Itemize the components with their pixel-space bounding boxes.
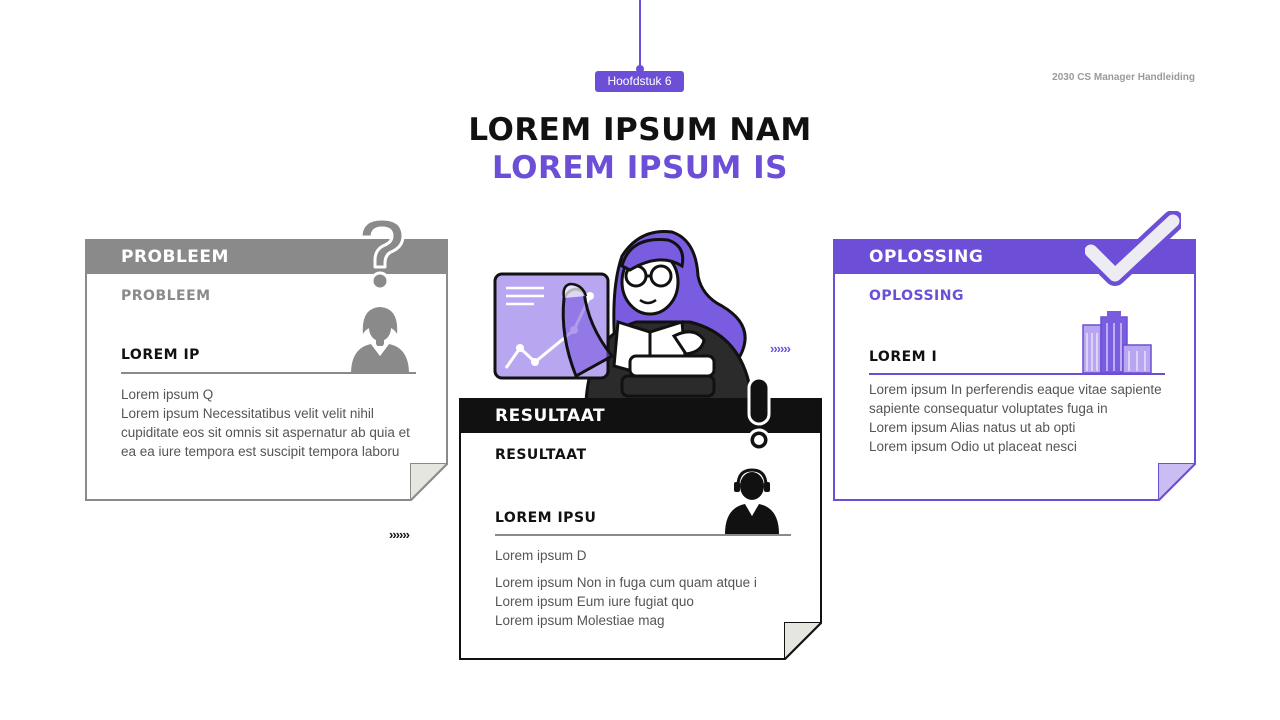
document-title: 2030 CS Manager Handleiding <box>1052 72 1195 83</box>
solution-card-label: LOREM I <box>869 349 938 365</box>
top-connector-dot <box>636 65 644 73</box>
top-connector-line <box>639 0 641 68</box>
solution-card-subtitle: OPLOSSING <box>869 288 964 304</box>
problem-card: PROBLEEM PROBLEEM LOREM IP Lorem ipsum Q… <box>85 217 448 501</box>
question-mark-icon <box>359 217 405 291</box>
result-text-line: Lorem ipsum Non in fuga cum quam atque i <box>495 575 757 590</box>
result-text-line: Lorem ipsum D <box>495 548 587 563</box>
result-card-text: Lorem ipsum D Lorem ipsum Non in fuga cu… <box>495 546 785 630</box>
problem-card-rule <box>121 372 416 374</box>
problem-text-line: Lorem ipsum Q <box>121 387 214 402</box>
problem-card-text: Lorem ipsum Q Lorem ipsum Necessitatibus… <box>121 385 411 461</box>
flow-arrows-right: ›››››› <box>770 341 791 356</box>
page-fold-icon <box>784 622 822 660</box>
result-card-rule <box>495 534 791 536</box>
solution-card: OPLOSSING OPLOSSING LOREM I Lorem ipsum … <box>833 211 1196 501</box>
flow-arrows-left: ›››››› <box>389 527 410 542</box>
solution-text-line: Lorem ipsum In perferendis eaque vitae s… <box>869 382 1162 416</box>
problem-card-subtitle: PROBLEEM <box>121 288 211 304</box>
support-agent-icon <box>725 468 779 534</box>
solution-card-text: Lorem ipsum In perferendis eaque vitae s… <box>869 380 1165 456</box>
solution-card-rule <box>869 373 1165 375</box>
result-card: RESULTAAT RESULTAAT LOREM IPSU Lorem ips… <box>459 376 822 660</box>
page-fold-icon <box>410 463 448 501</box>
page-title-line-2: LOREM IPSUM IS <box>492 150 788 186</box>
page-fold-icon <box>1158 463 1196 501</box>
page-title-line-1: LOREM IPSUM NAM <box>468 112 812 148</box>
problem-card-label: LOREM IP <box>121 347 200 363</box>
result-text-line: Lorem ipsum Eum iure fugiat quo <box>495 594 694 609</box>
result-text-line: Lorem ipsum Molestiae mag <box>495 613 665 628</box>
chapter-badge: Hoofdstuk 6 <box>595 71 684 92</box>
city-buildings-icon <box>1082 311 1152 373</box>
businesswoman-icon <box>351 307 409 374</box>
problem-text-line: Lorem ipsum Necessitatibus velit velit n… <box>121 406 410 459</box>
solution-text-line: Lorem ipsum Alias natus ut ab opti <box>869 420 1076 435</box>
solution-text-line: Lorem ipsum Odio ut placeat nesci <box>869 439 1077 454</box>
checkmark-icon <box>1085 211 1181 286</box>
result-card-label: LOREM IPSU <box>495 510 597 526</box>
student-illustration <box>493 230 754 402</box>
book-stack <box>628 354 716 378</box>
result-card-subtitle: RESULTAAT <box>495 447 587 463</box>
exclamation-icon <box>747 376 771 452</box>
